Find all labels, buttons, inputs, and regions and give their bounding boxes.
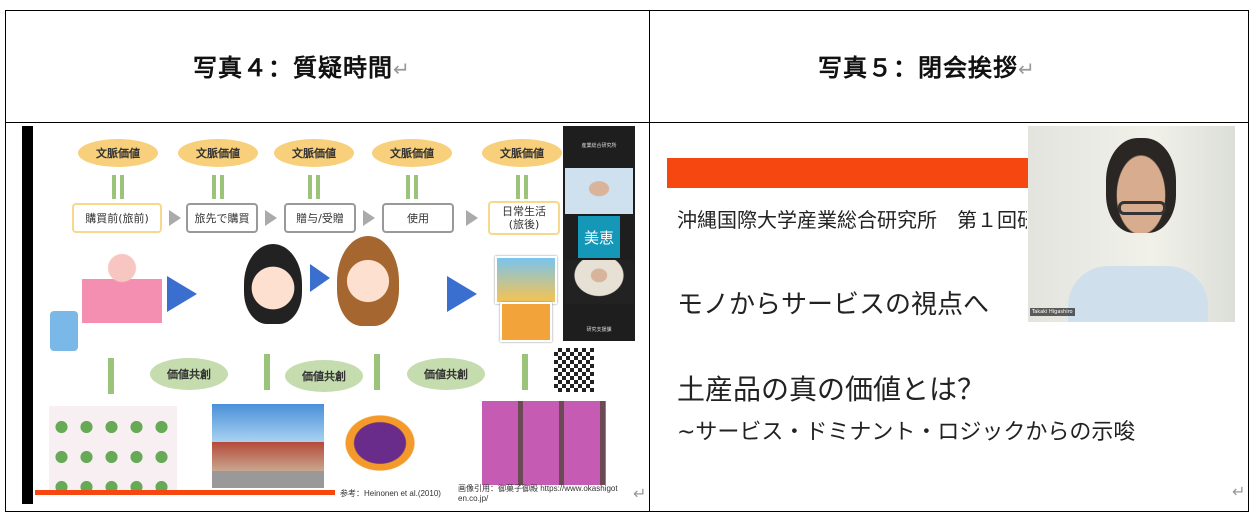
black-border bbox=[22, 126, 33, 504]
photo4-screenshot: 文脈価値 文脈価値 文脈価値 文脈価値 文脈価値 購買前(旅前) 旅先で購買 贈… bbox=[22, 126, 635, 504]
participant-video[interactable] bbox=[565, 260, 633, 304]
equals-mark bbox=[308, 175, 320, 199]
arrow-icon bbox=[363, 210, 375, 226]
red-rule bbox=[35, 490, 335, 495]
store-photo bbox=[212, 404, 324, 488]
blue-arrow-icon bbox=[310, 264, 330, 292]
suitcase-illustration bbox=[50, 311, 78, 351]
slide-heading: モノからサービスの視点へ bbox=[677, 290, 990, 320]
stage-box: 旅先で購買 bbox=[186, 203, 258, 233]
slide-title: 沖縄国際大学産業総合研究所 第１回研究 bbox=[677, 208, 1027, 232]
table-divider bbox=[5, 122, 1249, 123]
website-screenshot bbox=[49, 406, 177, 490]
participant-avatar[interactable]: 美恵 bbox=[578, 216, 620, 258]
equals-mark bbox=[112, 175, 124, 199]
speaker-head bbox=[1106, 138, 1176, 233]
slide-subtitle: ~サービス・ドミナント・ロジックからの示唆 bbox=[677, 420, 1136, 445]
panel-title: 産業総合研究所 bbox=[581, 143, 617, 149]
paragraph-mark: ↵ bbox=[1018, 57, 1036, 81]
slide-question: 土産品の真の価値とは？ bbox=[677, 373, 986, 406]
stage-box: 使用 bbox=[382, 203, 454, 233]
photo5-caption: 写真５：閉会挨拶↵ bbox=[818, 48, 1036, 83]
caption-text: 写真４：質疑時間 bbox=[193, 54, 393, 82]
table-divider bbox=[649, 10, 650, 512]
paragraph-mark: ↵ bbox=[393, 57, 411, 81]
stage-box: 贈与/受贈 bbox=[284, 203, 356, 233]
girl-illustration bbox=[244, 244, 302, 324]
image-credit-text: 画像引用：御菓子御殿 https://www.okashigoten.co.jp… bbox=[458, 484, 618, 503]
equals-mark bbox=[406, 175, 418, 199]
cocreation-oval: 価値共創 bbox=[407, 358, 485, 390]
arrow-icon bbox=[265, 210, 277, 226]
cocreation-oval: 価値共創 bbox=[285, 360, 363, 392]
photo-illustration bbox=[500, 302, 552, 342]
family-photo-illustration bbox=[495, 256, 557, 304]
double-arrow-icon bbox=[522, 354, 528, 390]
context-value-oval: 文脈価値 bbox=[78, 139, 158, 167]
context-value-oval: 文脈価値 bbox=[372, 139, 452, 167]
document-table bbox=[5, 10, 1249, 512]
caption-text: 写真５：閉会挨拶 bbox=[818, 54, 1018, 82]
cocreation-oval: 価値共創 bbox=[150, 358, 228, 390]
photo5-screenshot: 沖縄国際大学産業総合研究所 第１回研究 モノからサービスの視点へ 土産品の真の価… bbox=[655, 126, 1245, 502]
blue-arrow-icon bbox=[447, 276, 477, 312]
glasses bbox=[1118, 201, 1166, 215]
photo4-caption: 写真４：質疑時間↵ bbox=[193, 48, 411, 83]
context-value-oval: 文脈価値 bbox=[274, 139, 354, 167]
speaker-shirt bbox=[1068, 266, 1208, 322]
stage-box: 購買前(旅前) bbox=[72, 203, 162, 233]
speaker-video[interactable]: Takaki Higashiro bbox=[1028, 126, 1235, 322]
participant-video[interactable] bbox=[565, 168, 633, 214]
traveler-illustration bbox=[82, 246, 162, 356]
cell-end-mark: ↵ bbox=[633, 484, 647, 503]
participant-name: 研究支援課 bbox=[586, 327, 612, 333]
double-arrow-icon bbox=[264, 354, 270, 390]
arrow-icon bbox=[169, 210, 181, 226]
speaker-name-label: Takaki Higashiro bbox=[1030, 308, 1075, 316]
product-boxes-photo bbox=[482, 401, 606, 485]
context-value-oval: 文脈価値 bbox=[482, 139, 562, 167]
title-band bbox=[667, 158, 1032, 188]
stage-box: 日常生活 (旅後) bbox=[488, 201, 560, 235]
reference-text: 参考：Heinonen et al.(2010) bbox=[340, 489, 441, 498]
purple-tart-photo bbox=[340, 411, 420, 475]
qr-code bbox=[554, 348, 594, 392]
double-arrow-icon bbox=[108, 358, 114, 394]
arrow-icon bbox=[466, 210, 478, 226]
context-value-oval: 文脈価値 bbox=[178, 139, 258, 167]
woman-illustration bbox=[337, 236, 399, 326]
double-arrow-icon bbox=[374, 354, 380, 390]
blue-arrow-icon bbox=[167, 276, 197, 312]
equals-mark bbox=[212, 175, 224, 199]
equals-mark bbox=[516, 175, 528, 199]
video-participants-panel: 産業総合研究所 美恵 研究支援課 bbox=[563, 126, 635, 341]
cell-end-mark: ↵ bbox=[1232, 482, 1246, 501]
